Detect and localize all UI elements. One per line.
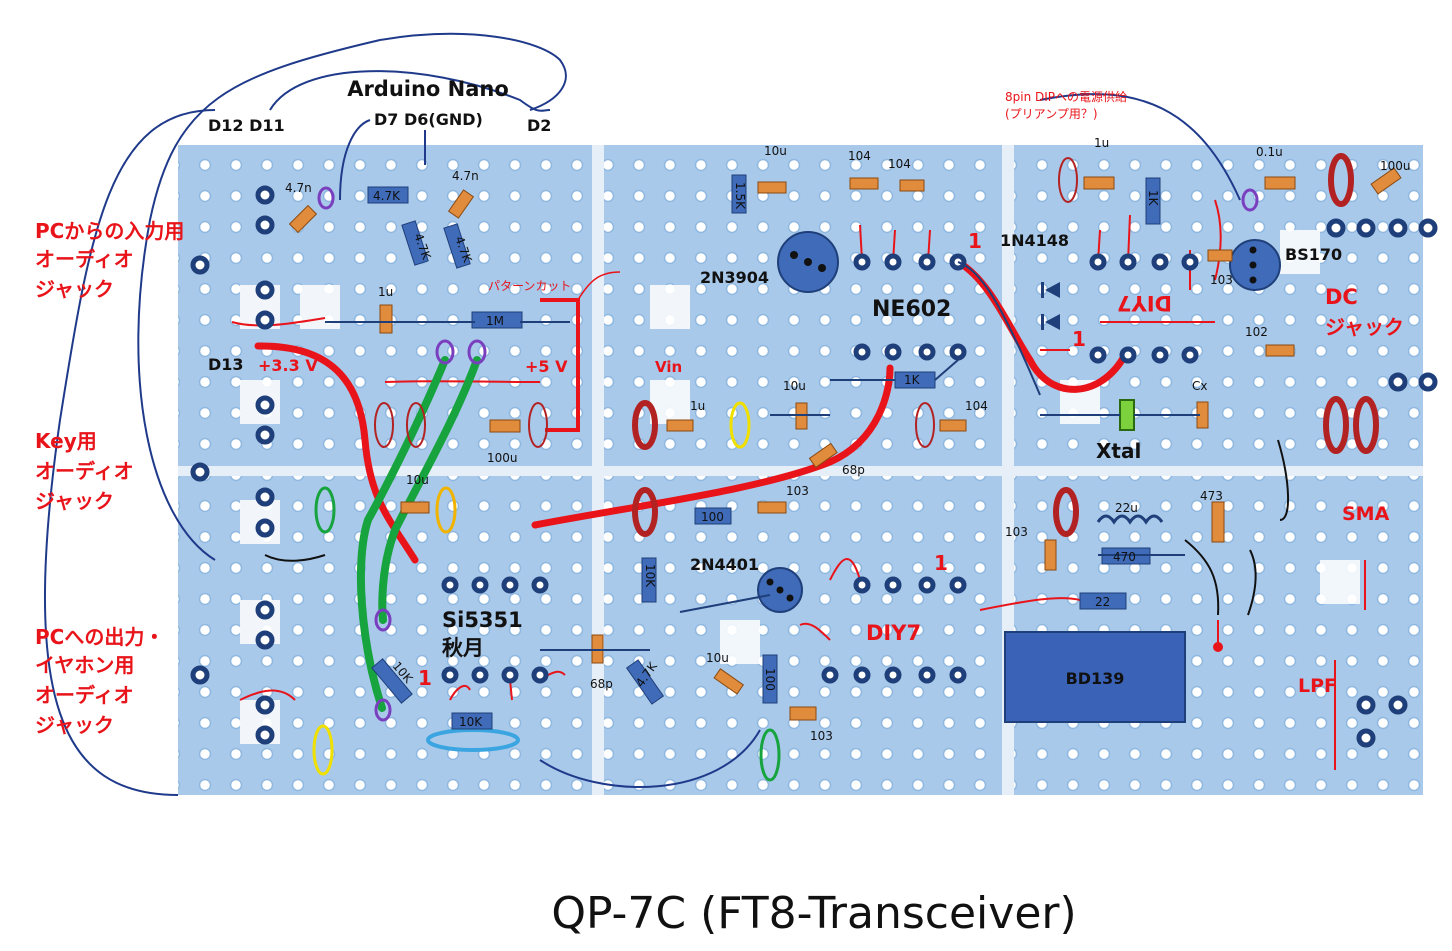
value-104-c: 104 [965,399,988,413]
arduino-pin-d2: D2 [527,116,551,135]
value-22: 22 [1095,595,1110,609]
pin1-diy7-bottom: 1 [934,551,948,575]
power-wires [254,258,1129,564]
value-103-c: 103 [1210,273,1233,287]
pc-in-label-1: PCからの入力用 [35,219,184,243]
pin1-diy7-top: 1 [1072,327,1086,351]
diodes-1n4148 [1041,282,1060,330]
lpf-label: LPF [1298,675,1337,697]
value-10k-a: 10K [643,564,657,588]
transistor-2n4401 [757,567,803,613]
arduino-pins-mid: D7 D6(GND) [374,110,483,129]
2n3904-label: 2N3904 [700,268,769,287]
diy7-label: DIY7 [866,621,921,645]
value-100u-a: 100u [487,451,518,465]
pc-out-label-3: オーディオ [35,683,134,707]
value-68p-a: 68p [842,463,865,477]
diy7-mirror-label: DIY7 [1117,291,1172,315]
sma-label: SMA [1342,503,1390,525]
pc-in-label-3: ジャック [35,277,114,301]
value-1-5k: 1.5K [733,182,747,210]
xtal-crystal [1119,399,1135,431]
value-4-7n-a: 4.7n [285,181,312,195]
lpf-inductor [1096,514,1164,525]
value-1m: 1M [486,314,504,328]
2n4401-label: 2N4401 [690,555,759,574]
pc-out-label-2: イヤホン用 [35,653,134,677]
value-104-b: 104 [888,157,911,171]
dc-label-1: DC [1325,285,1358,309]
vin-label: Vin [655,358,682,376]
value-4-7n-b: 4.7n [452,169,479,183]
value-100-a: 100 [701,510,724,524]
value-4-7k-h: 4.7K [373,189,401,203]
component-leads [325,261,1200,651]
dip-power-note-2: (プリアンプ用？) [1005,107,1098,121]
dip-power-note-1: 8pin DIPへの電源供給 [1005,90,1127,104]
si5351-label-1: Si5351 [442,608,523,632]
pin1-ne602: 1 [968,229,982,253]
value-1u-c: 1u [1094,136,1109,150]
value-100-b: 100 [763,668,777,691]
value-1u-a: 1u [378,285,393,299]
value-103-a: 103 [786,484,809,498]
key-label-1: Key用 [35,429,97,453]
red-jumpers [231,199,1366,770]
transistor-2n3904 [777,231,839,293]
value-10u-b: 10u [764,144,787,158]
key-label-3: ジャック [35,489,114,513]
pattern-cut-bracket [540,298,580,432]
arduino-pin-d13: D13 [208,355,244,374]
v33-label: +3.3 V [258,356,318,375]
bd139-label: BD139 [1066,669,1125,688]
bs170-label: BS170 [1285,245,1342,264]
ne602-label: NE602 [872,297,951,322]
pc-out-label-1: PCへの出力・ [35,625,164,649]
1n4148-label: 1N4148 [1000,231,1069,250]
value-cx: Cx [1192,379,1207,393]
value-10k-c: 10K [459,715,483,729]
value-22u: 22u [1115,501,1138,515]
value-10u-d: 10u [706,651,729,665]
arduino-title: Arduino Nano [347,77,509,101]
pin1-si5351: 1 [418,666,432,690]
resistors [367,174,1161,730]
value-68p-b: 68p [590,677,613,691]
value-103-d: 103 [1005,525,1028,539]
pc-in-label-2: オーディオ [35,247,134,271]
diagram-caption: QP-7C (FT8-Transceiver) [551,888,1076,939]
arduino-wires [43,32,1241,796]
value-100u-b: 100u [1380,159,1411,173]
value-102: 102 [1245,325,1268,339]
si5351-label-2: 秋月 [442,636,484,660]
pattern-cut-label: パターンカット [488,279,571,293]
bd139-module [1004,631,1186,723]
value-1u-b: 1u [690,399,705,413]
black-jumpers [264,439,1289,616]
value-104-a: 104 [848,149,871,163]
pattern-cut-leader [577,271,621,301]
value-473: 473 [1200,489,1223,503]
value-0-1u: 0.1u [1256,145,1283,159]
pc-out-label-4: ジャック [35,713,114,737]
key-label-2: オーディオ [35,459,134,483]
green-wires [356,356,481,712]
jack-pads [190,185,1438,748]
jumper-ovals [312,153,1379,782]
socket-pads [441,253,1199,684]
value-1k-b: 1K [1146,190,1160,207]
value-103-b: 103 [810,729,833,743]
arduino-pins-left: D12 D11 [208,116,285,135]
value-1k: 1K [904,373,921,387]
bd139-pin [1213,642,1223,652]
value-10u-a: 10u [406,473,429,487]
xtal-label: Xtal [1096,439,1141,463]
value-470: 470 [1113,550,1136,564]
value-10u-c: 10u [783,379,806,393]
dc-label-2: ジャック [1325,315,1404,339]
transistor-bs170 [1229,239,1281,291]
v5-label: +5 V [525,357,568,376]
